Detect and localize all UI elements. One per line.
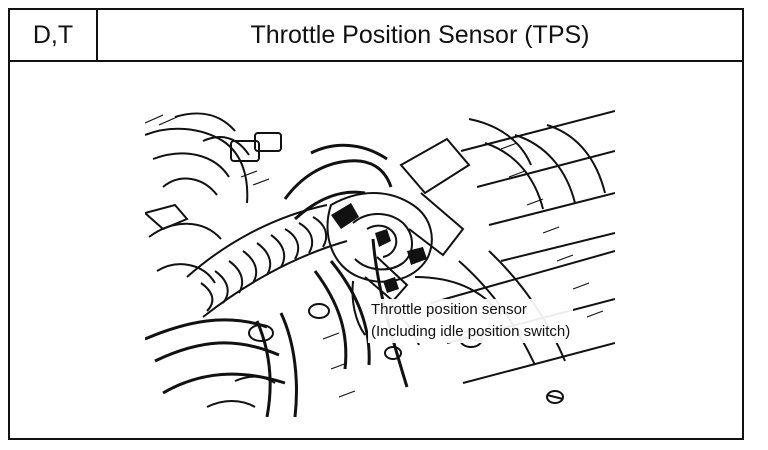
- callout-line-1: Throttle position sensor: [371, 301, 527, 318]
- sensor-callout: Throttle position sensor (Including idle…: [368, 299, 574, 343]
- callout-line-2: (Including idle position switch): [371, 323, 571, 340]
- page-header: D,T Throttle Position Sensor (TPS): [10, 10, 742, 62]
- section-code: D,T: [10, 10, 98, 60]
- engine-illustration: [145, 107, 615, 417]
- page-frame: D,T Throttle Position Sensor (TPS): [8, 8, 744, 440]
- page-title: Throttle Position Sensor (TPS): [250, 20, 590, 49]
